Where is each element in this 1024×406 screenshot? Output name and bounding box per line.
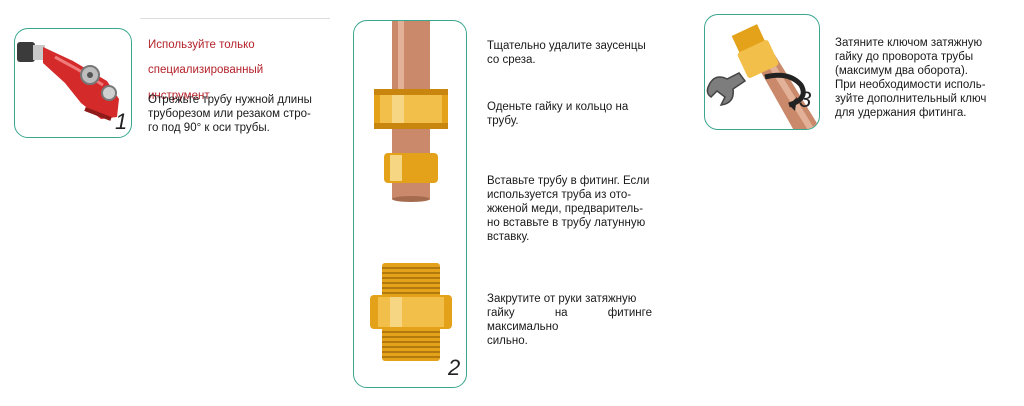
text-line: При необходимости исполь- <box>835 79 986 91</box>
warning-line: инструмент <box>148 89 210 102</box>
text-line: Тщательно удалите заусенцы <box>487 40 646 52</box>
text-line: труборезом или резаком стро- <box>148 108 311 120</box>
text-line: для удержания фитинга. <box>835 107 967 119</box>
fitting-icon <box>370 263 452 361</box>
rotation-arrow-icon <box>764 72 806 111</box>
step3-frame: 3 <box>704 14 820 130</box>
text-line: Оденьте гайку и кольцо на <box>487 101 629 113</box>
step1-text: Отрежьте трубу нужной длины труборезом и… <box>148 93 323 135</box>
step1-warning: Используйте только специализированный ин… <box>148 26 328 114</box>
step1-frame: 1 <box>14 28 132 138</box>
text-line: Вставьте трубу в фитинг. Если <box>487 175 650 187</box>
warning-line: специализированный <box>148 64 264 76</box>
text-line: (максимум два оборота). <box>835 65 968 77</box>
text-line: Затяните ключом затяжную <box>835 37 983 49</box>
text-line: Отрежьте трубу нужной длины <box>148 94 312 106</box>
step3-text: Затяните ключом затяжную гайку до провор… <box>835 36 1003 120</box>
top-divider <box>140 18 330 19</box>
step2-number: 2 <box>448 355 461 380</box>
text-line: жженой меди, предваритель- <box>487 203 644 215</box>
text-line: со среза. <box>487 54 536 66</box>
text-line: трубу. <box>487 115 519 127</box>
text-line: гайку до проворота трубы <box>835 51 974 63</box>
text-line: сильно. <box>487 335 528 347</box>
text-line: зуйте дополнительный ключ <box>835 93 987 105</box>
text-line: используется труба из ото- <box>487 189 632 201</box>
step2-instruction-4: Закрутите от руки затяжную гайку на фити… <box>487 292 652 348</box>
pipe-nut-ring-icon <box>374 21 448 202</box>
step1-number: 1 <box>115 109 128 134</box>
step2-instruction-1: Тщательно удалите заусенцы со среза. <box>487 39 652 67</box>
text-line: го под 90° к оси трубы. <box>148 122 270 134</box>
text-line: гайку на фитинге максимально <box>487 307 652 333</box>
step2-frame: 2 <box>353 20 467 388</box>
text-line: вставку. <box>487 231 530 243</box>
step2-instruction-3: Вставьте трубу в фитинг. Если использует… <box>487 174 652 244</box>
text-line: но вставьте в трубу латунную <box>487 217 646 229</box>
pipe-cutter-icon <box>17 42 119 121</box>
warning-line: Используйте только <box>148 38 255 51</box>
step3-number: 3 <box>799 87 812 112</box>
step2-instruction-2: Оденьте гайку и кольцо на трубу. <box>487 100 652 128</box>
text-line: Закрутите от руки затяжную <box>487 293 637 305</box>
